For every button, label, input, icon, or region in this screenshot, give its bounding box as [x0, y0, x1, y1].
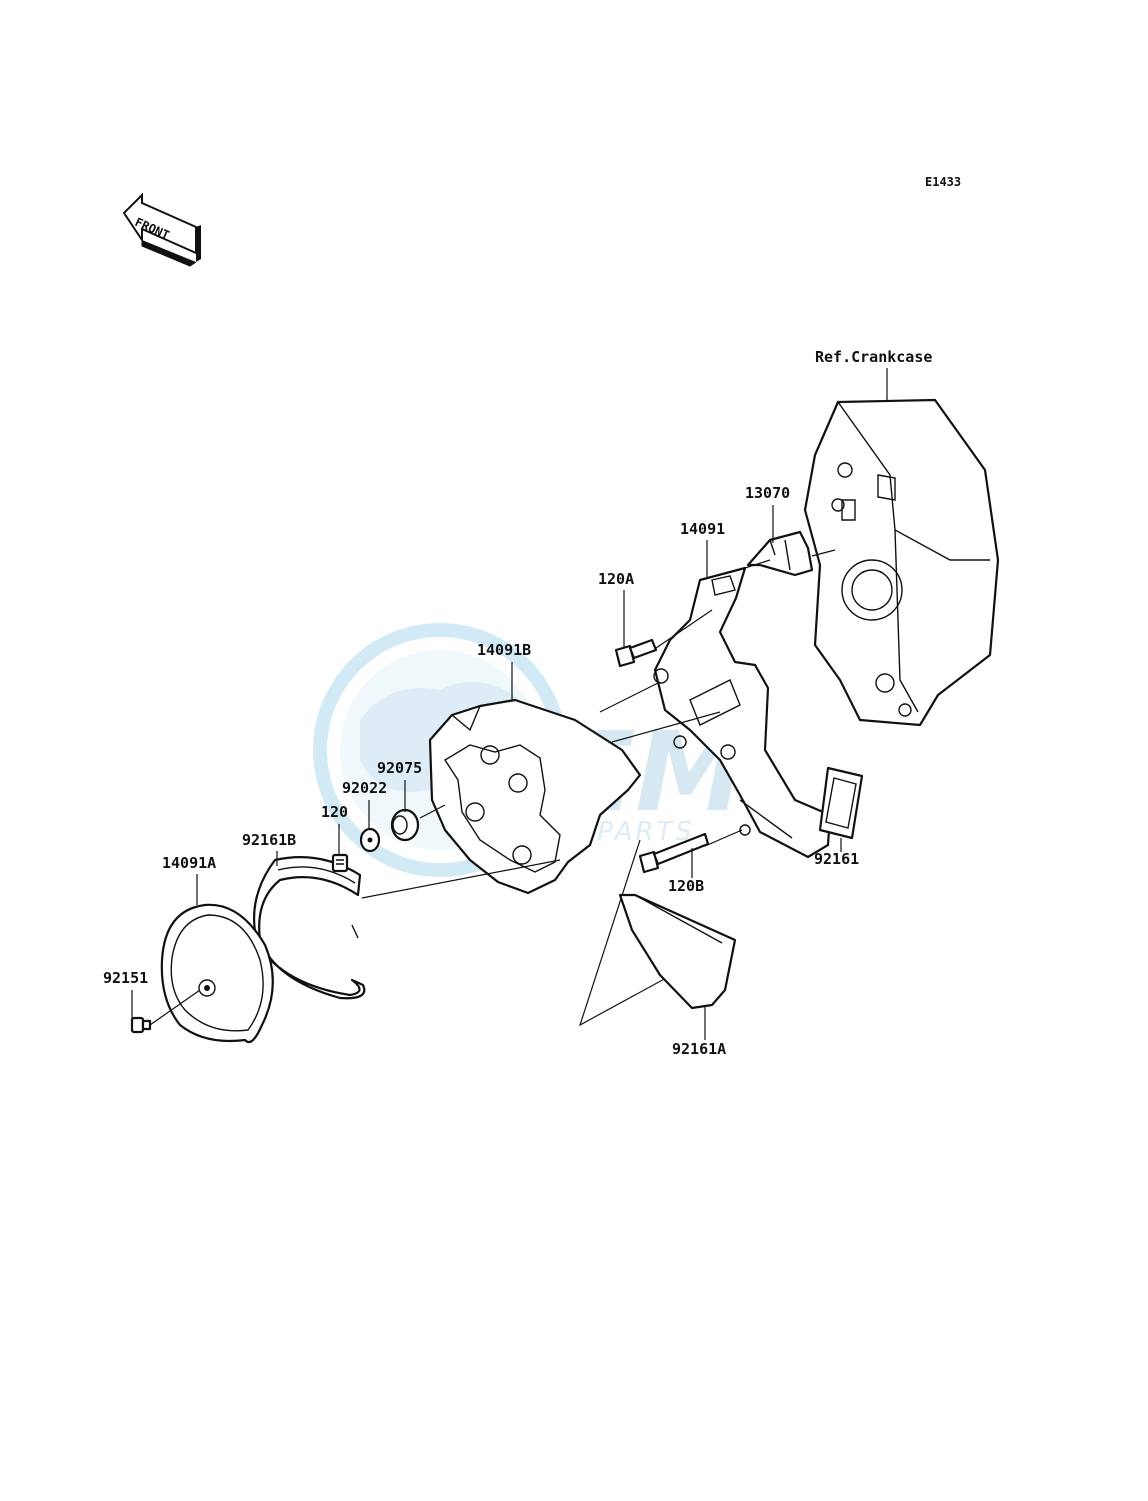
diagram-code: E1433 [925, 175, 961, 189]
washer-92022 [359, 827, 381, 853]
pad-92161 [818, 766, 864, 840]
front-arrow-icon: FRONT [122, 192, 201, 267]
bracket-13070 [746, 530, 814, 577]
ring-92161B [252, 856, 366, 1000]
part-label-92151: 92151 [103, 969, 148, 987]
part-label-120: 120 [321, 803, 348, 821]
bolt-92151 [130, 1016, 152, 1034]
leader-lines [149, 549, 836, 1026]
part-label-92161: 92161 [814, 850, 859, 868]
bolt-120B [638, 832, 710, 874]
part-label-92161B: 92161B [242, 831, 296, 849]
cover-14091A [160, 903, 274, 1044]
part-label-14091: 14091 [680, 520, 725, 538]
part-label-14091A: 14091A [162, 854, 216, 872]
part-label-92022: 92022 [342, 779, 387, 797]
part-label-120A: 120A [598, 570, 634, 588]
part-label-120B: 120B [668, 877, 704, 895]
bracket-14091 [653, 566, 832, 859]
ref-crankcase-label: Ref.Crankcase [815, 348, 932, 366]
part-label-92161A: 92161A [672, 1040, 726, 1058]
bolt-120 [331, 853, 349, 873]
bolt-120A [614, 638, 658, 668]
crankcase [803, 398, 1000, 727]
part-label-14091B: 14091B [477, 641, 531, 659]
part-label-92075: 92075 [377, 759, 422, 777]
grommet-92075 [390, 808, 420, 842]
cover-14091B [428, 698, 642, 895]
part-label-13070: 13070 [745, 484, 790, 502]
cover-piece-92161A [618, 893, 737, 1010]
